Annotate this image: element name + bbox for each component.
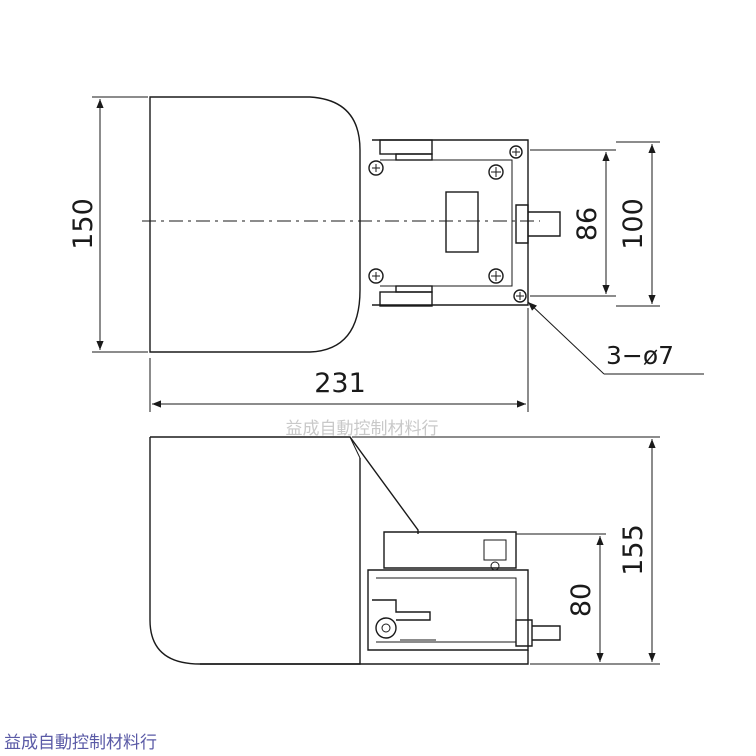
dimension-100: 100 bbox=[616, 141, 660, 307]
screw-top-right bbox=[488, 145, 523, 180]
hole-note-leader: 3−ø7 bbox=[527, 301, 704, 375]
side-hinge bbox=[372, 599, 436, 641]
watermark-corner: 益成自動控制材料行 bbox=[4, 733, 157, 753]
base-frame bbox=[367, 569, 529, 651]
base-plate bbox=[372, 139, 529, 306]
lower-hinge bbox=[368, 268, 433, 307]
dimension-80-label: 80 bbox=[566, 583, 597, 617]
dimension-86: 86 bbox=[530, 149, 616, 297]
dimension-150: 150 bbox=[68, 96, 148, 353]
dimension-150-label: 150 bbox=[68, 198, 99, 250]
hole-note-label: 3−ø7 bbox=[606, 341, 674, 370]
upper-hinge bbox=[368, 139, 433, 176]
mounting-hole bbox=[513, 289, 527, 303]
pedal-cover-side bbox=[149, 436, 419, 665]
pedal-cover-outline bbox=[149, 96, 361, 353]
screw-bottom-right bbox=[488, 268, 527, 303]
top-view: 150 86 100 3−ø7 231 bbox=[68, 96, 704, 412]
switch-housing bbox=[383, 531, 517, 569]
cable-gland bbox=[515, 204, 561, 244]
cable-gland-side bbox=[515, 619, 561, 647]
dimension-100-label: 100 bbox=[618, 198, 649, 250]
dimension-155-label: 155 bbox=[618, 524, 649, 576]
dimension-86-label: 86 bbox=[572, 207, 603, 241]
dimension-80: 80 bbox=[516, 533, 606, 665]
dimension-231: 231 bbox=[149, 308, 529, 412]
dimension-231-label: 231 bbox=[314, 368, 366, 399]
side-view: 155 80 bbox=[149, 436, 660, 665]
switch-box bbox=[445, 191, 479, 253]
watermark-center: 益成自動控制材料行 bbox=[286, 419, 439, 439]
